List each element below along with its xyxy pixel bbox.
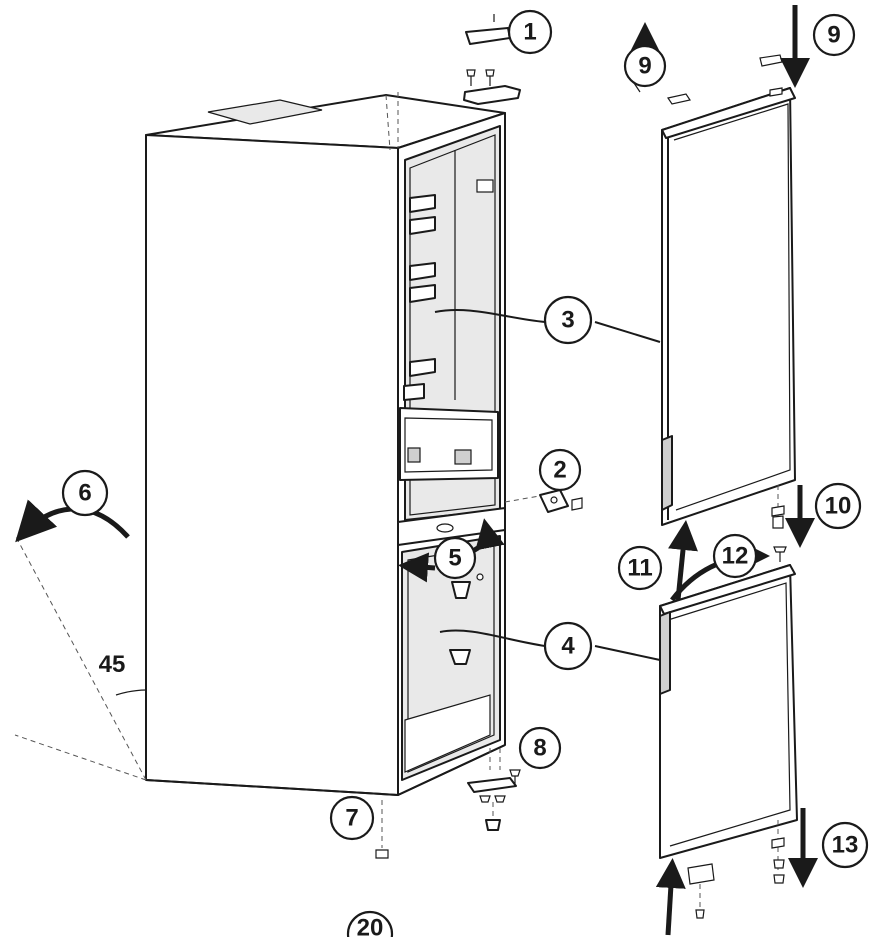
leader-lines bbox=[434, 308, 661, 661]
callout-10: 10 bbox=[814, 482, 862, 530]
upper-fridge-door bbox=[661, 54, 796, 530]
svg-text:9: 9 bbox=[827, 22, 840, 49]
callout-7: 7 bbox=[329, 795, 375, 841]
callout-2: 2 bbox=[538, 448, 582, 492]
svg-text:1: 1 bbox=[523, 19, 536, 46]
svg-text:11: 11 bbox=[627, 555, 652, 582]
callout-11: 11 bbox=[617, 545, 663, 591]
top-hinge-assembly bbox=[463, 14, 521, 105]
callout-6: 6 bbox=[61, 469, 109, 517]
svg-text:13: 13 bbox=[832, 832, 859, 859]
callout-9-right: 9 bbox=[812, 13, 856, 57]
callout-13: 13 bbox=[821, 821, 869, 869]
svg-text:12: 12 bbox=[722, 543, 749, 570]
adjustable-foot bbox=[375, 800, 389, 859]
bottom-hinge-assembly bbox=[467, 748, 521, 831]
tilt-angle-guide: 45 bbox=[14, 534, 147, 781]
callout-4: 4 bbox=[543, 621, 593, 671]
callout-12: 12 bbox=[712, 533, 758, 579]
svg-text:7: 7 bbox=[345, 805, 358, 832]
fridge-cabinet bbox=[145, 92, 506, 796]
lower-freezer-door bbox=[659, 546, 798, 919]
callout-5: 5 bbox=[433, 536, 477, 580]
angle-label: 45 bbox=[99, 651, 126, 678]
svg-text:20: 20 bbox=[357, 915, 384, 937]
callout-3: 3 bbox=[543, 295, 593, 345]
svg-text:10: 10 bbox=[825, 493, 852, 520]
callout-1: 1 bbox=[507, 9, 553, 55]
fridge-shelf-holders bbox=[403, 194, 436, 401]
callout-9-left: 9 bbox=[623, 44, 667, 88]
svg-text:2: 2 bbox=[553, 457, 566, 484]
svg-text:8: 8 bbox=[533, 735, 546, 762]
svg-text:3: 3 bbox=[561, 307, 574, 334]
callout-20: 20 bbox=[346, 910, 394, 937]
svg-text:5: 5 bbox=[448, 545, 461, 572]
svg-text:9: 9 bbox=[638, 53, 651, 80]
middle-hinge-assembly bbox=[504, 489, 583, 513]
svg-text:4: 4 bbox=[561, 633, 575, 660]
svg-text:6: 6 bbox=[78, 480, 91, 507]
callout-8: 8 bbox=[518, 726, 562, 770]
